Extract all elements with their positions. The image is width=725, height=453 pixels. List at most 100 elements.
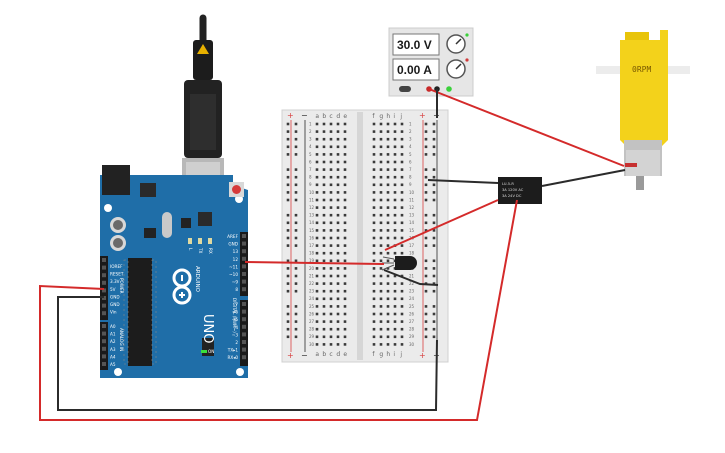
breadboard-hole[interactable] (393, 206, 397, 209)
breadboard-hole[interactable] (322, 327, 326, 331)
breadboard-hole[interactable] (379, 343, 383, 346)
breadboard-hole[interactable] (372, 213, 376, 217)
rail-hole[interactable] (294, 282, 298, 285)
breadboard-hole[interactable] (372, 259, 376, 263)
breadboard-hole[interactable] (379, 130, 383, 133)
breadboard-hole[interactable] (329, 259, 333, 263)
breadboard-hole[interactable] (379, 122, 383, 126)
breadboard-hole[interactable] (393, 191, 397, 194)
breadboard-hole[interactable] (379, 320, 383, 323)
header-pin[interactable] (242, 302, 246, 306)
breadboard-hole[interactable] (393, 320, 397, 323)
breadboard-hole[interactable] (400, 327, 404, 331)
rail-hole[interactable] (432, 259, 436, 263)
breadboard-hole[interactable] (372, 289, 376, 293)
breadboard-hole[interactable] (329, 160, 333, 164)
breadboard-hole[interactable] (315, 168, 319, 171)
rail-hole[interactable] (294, 145, 298, 149)
breadboard-hole[interactable] (322, 213, 326, 217)
breadboard-hole[interactable] (336, 198, 340, 202)
breadboard-hole[interactable] (322, 183, 326, 187)
breadboard-hole[interactable] (379, 145, 383, 149)
breadboard-hole[interactable] (400, 312, 404, 316)
breadboard-hole[interactable] (393, 145, 397, 149)
header-pin[interactable] (102, 354, 106, 359)
rail-hole[interactable] (294, 130, 298, 133)
breadboard-hole[interactable] (315, 213, 319, 217)
breadboard-hole[interactable] (343, 282, 347, 285)
header-pin[interactable] (242, 347, 246, 352)
rail-hole[interactable] (294, 267, 298, 270)
breadboard-hole[interactable] (372, 175, 376, 179)
rail-hole[interactable] (294, 335, 298, 339)
breadboard-hole[interactable] (393, 175, 397, 179)
breadboard-hole[interactable] (343, 175, 347, 179)
breadboard-hole[interactable] (379, 259, 383, 263)
breadboard-hole[interactable] (400, 130, 404, 133)
rail-hole[interactable] (286, 130, 290, 133)
breadboard-hole[interactable] (372, 206, 376, 209)
rail-hole[interactable] (424, 229, 428, 232)
breadboard-hole[interactable] (322, 320, 326, 323)
breadboard-hole[interactable] (315, 160, 319, 164)
rail-hole[interactable] (432, 130, 436, 133)
rail-hole[interactable] (294, 312, 298, 316)
header-pin[interactable] (242, 355, 246, 360)
rail-hole[interactable] (424, 320, 428, 323)
breadboard-hole[interactable] (343, 137, 347, 141)
rail-hole[interactable] (286, 213, 290, 217)
breadboard-hole[interactable] (379, 229, 383, 232)
breadboard-hole[interactable] (400, 153, 404, 156)
breadboard-hole[interactable] (343, 236, 347, 240)
breadboard-hole[interactable] (393, 183, 397, 187)
breadboard-hole[interactable] (343, 221, 347, 225)
breadboard-hole[interactable] (379, 305, 383, 308)
breadboard-hole[interactable] (343, 320, 347, 323)
rail-hole[interactable] (294, 153, 298, 156)
breadboard-hole[interactable] (386, 137, 390, 141)
breadboard-hole[interactable] (343, 251, 347, 255)
breadboard-hole[interactable] (400, 198, 404, 202)
rail-hole[interactable] (294, 122, 298, 126)
breadboard-hole[interactable] (315, 343, 319, 346)
rail-hole[interactable] (286, 259, 290, 263)
rail-hole[interactable] (286, 289, 290, 293)
rail-hole[interactable] (432, 122, 436, 126)
breadboard-hole[interactable] (393, 297, 397, 301)
rail-hole[interactable] (432, 229, 436, 232)
breadboard-hole[interactable] (336, 244, 340, 247)
breadboard-hole[interactable] (329, 191, 333, 194)
transistor[interactable] (381, 256, 417, 271)
breadboard-hole[interactable] (400, 244, 404, 247)
breadboard-hole[interactable] (400, 305, 404, 308)
breadboard-hole[interactable] (372, 343, 376, 346)
breadboard-hole[interactable] (315, 305, 319, 308)
rail-hole[interactable] (294, 198, 298, 202)
breadboard-hole[interactable] (379, 251, 383, 255)
rail-hole[interactable] (432, 320, 436, 323)
breadboard-hole[interactable] (322, 267, 326, 270)
breadboard-hole[interactable] (379, 282, 383, 285)
wire-breadboard-to-relay[interactable] (427, 179, 499, 184)
rail-hole[interactable] (286, 153, 290, 156)
breadboard-hole[interactable] (372, 191, 376, 194)
rail-hole[interactable] (432, 327, 436, 331)
breadboard-hole[interactable] (372, 274, 376, 278)
header-pin[interactable] (242, 332, 246, 337)
breadboard-hole[interactable] (400, 122, 404, 126)
breadboard-hole[interactable] (400, 251, 404, 255)
rail-hole[interactable] (286, 137, 290, 141)
rail-hole[interactable] (294, 229, 298, 232)
rail-hole[interactable] (286, 274, 290, 278)
breadboard-hole[interactable] (329, 221, 333, 225)
breadboard-hole[interactable] (379, 335, 383, 339)
breadboard-hole[interactable] (372, 327, 376, 331)
breadboard-hole[interactable] (336, 213, 340, 217)
breadboard-hole[interactable] (393, 160, 397, 164)
rail-hole[interactable] (432, 137, 436, 141)
breadboard-hole[interactable] (393, 327, 397, 331)
rail-hole[interactable] (432, 221, 436, 225)
rail-hole[interactable] (286, 320, 290, 323)
breadboard-hole[interactable] (329, 274, 333, 278)
